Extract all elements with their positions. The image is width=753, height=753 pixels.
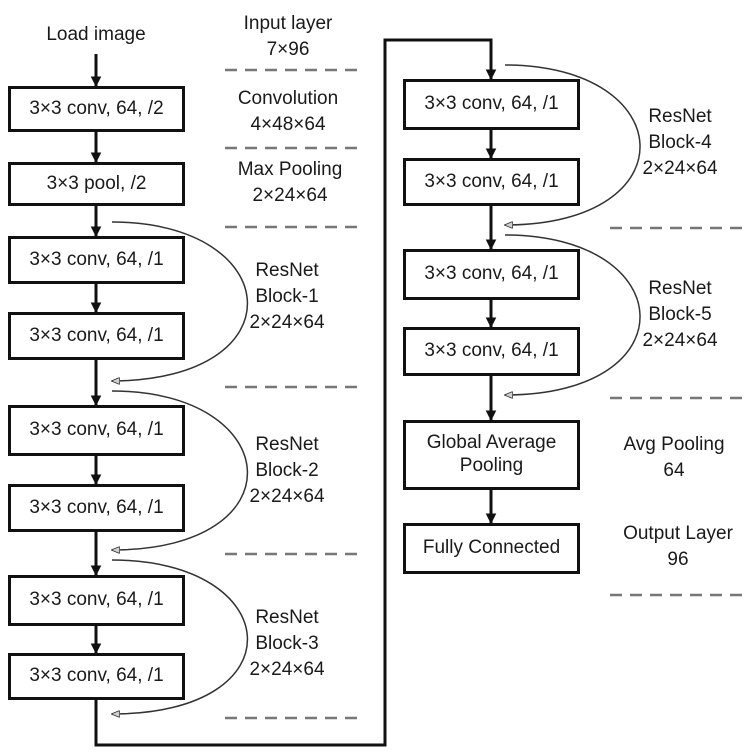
resnet-block-1-annotation: ResNet Block-1 2×24×64 <box>249 258 324 337</box>
skip-connection-block-5 <box>505 234 641 395</box>
annotation-dims: 2×24×64 <box>642 158 718 180</box>
max-pooling-annotation: Max Pooling 2×24×64 <box>238 157 343 209</box>
skip-connection-block-1 <box>112 221 249 381</box>
annotation-dims: 2×24×64 <box>252 185 328 207</box>
output-layer-annotation: Output Layer 96 <box>623 521 733 573</box>
block2-conv-a: 3×3 conv, 64, /1 <box>8 405 185 456</box>
block4-conv-a: 3×3 conv, 64, /1 <box>403 79 580 130</box>
annotation-line1: ResNet <box>255 434 319 455</box>
annotation-line1: ResNet <box>255 607 319 628</box>
annotation-line1: ResNet <box>648 106 712 127</box>
annotation-name: Convolution <box>237 88 339 109</box>
annotation-line2: Block-4 <box>648 132 712 154</box>
resnet-block-4-annotation: ResNet Block-4 2×24×64 <box>642 104 717 183</box>
annotation-dims: 2×24×64 <box>249 486 325 508</box>
annotation-line1: ResNet <box>648 278 712 299</box>
conv-box: 3×3 conv, 64, /2 <box>8 86 185 132</box>
annotation-dims: 7×96 <box>266 39 310 61</box>
layer-separators <box>225 68 750 720</box>
annotation-dims: 2×24×64 <box>249 312 325 334</box>
avg-pooling-annotation: Avg Pooling 64 <box>623 432 724 484</box>
skip-connection-block-4 <box>505 64 641 225</box>
block3-conv-a: 3×3 conv, 64, /1 <box>8 575 185 626</box>
convolution-annotation: Convolution 4×48×64 <box>238 86 338 138</box>
annotation-dims: 64 <box>663 460 685 482</box>
input-layer-annotation: Input layer 7×96 <box>244 11 333 63</box>
skip-connection-block-3 <box>112 559 249 714</box>
block2-conv-b: 3×3 conv, 64, /1 <box>8 484 185 532</box>
annotation-dims: 4×48×64 <box>250 114 326 136</box>
block5-conv-a: 3×3 conv, 64, /1 <box>403 249 580 300</box>
resnet-block-5-annotation: ResNet Block-5 2×24×64 <box>642 276 717 355</box>
annotation-dims: 2×24×64 <box>249 659 325 681</box>
gap-label-line1: Global Average <box>426 432 557 454</box>
resnet-block-2-annotation: ResNet Block-2 2×24×64 <box>249 432 324 511</box>
annotation-dims: 2×24×64 <box>642 330 718 352</box>
annotation-line2: Block-5 <box>648 304 712 326</box>
annotation-name: Max Pooling <box>237 159 343 180</box>
annotation-name: Avg Pooling <box>623 434 725 455</box>
resnet-block-3-annotation: ResNet Block-3 2×24×64 <box>249 605 324 684</box>
block1-conv-b: 3×3 conv, 64, /1 <box>8 312 185 360</box>
annotation-line2: Block-1 <box>255 286 319 308</box>
annotation-dims: 96 <box>667 549 689 571</box>
block4-conv-b: 3×3 conv, 64, /1 <box>403 158 580 206</box>
load-image-label: Load image <box>46 24 146 45</box>
fully-connected-box: Fully Connected <box>403 523 580 574</box>
annotation-name: Input layer <box>243 13 333 34</box>
annotation-line2: Block-3 <box>255 633 319 655</box>
block1-conv-a: 3×3 conv, 64, /1 <box>8 236 185 284</box>
annotation-name: Output Layer <box>623 523 733 544</box>
block3-conv-b: 3×3 conv, 64, /1 <box>8 653 185 700</box>
skip-connection-block-2 <box>112 390 249 550</box>
annotation-line1: ResNet <box>255 260 319 281</box>
connector-left-to-right <box>94 38 497 747</box>
block5-conv-b: 3×3 conv, 64, /1 <box>403 327 580 376</box>
annotation-line2: Block-2 <box>255 460 319 482</box>
gap-label-line2: Pooling <box>459 455 524 476</box>
global-average-pooling-box: Global Average Pooling <box>403 420 580 490</box>
pool-box: 3×3 pool, /2 <box>8 162 185 206</box>
